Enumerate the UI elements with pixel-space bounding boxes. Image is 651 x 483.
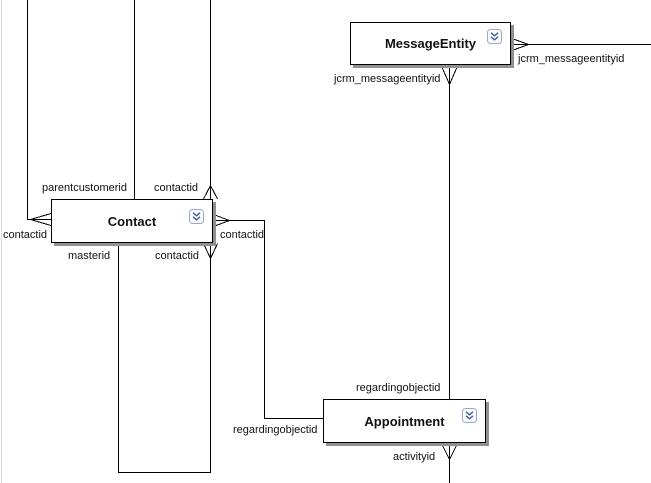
relationship-contact-self-masterid[interactable] <box>118 243 218 473</box>
label-appointment-regardingobjectid-left: regardingobjectid <box>233 424 318 436</box>
label-contact-masterid: masterid <box>68 250 111 262</box>
collapse-entity-button[interactable] <box>487 29 502 44</box>
entity-title: MessageEntity <box>384 36 477 51</box>
relationship-messageentity-appointment[interactable] <box>441 65 458 399</box>
collapse-entity-button[interactable] <box>189 209 204 224</box>
label-messageentity-bottom-key: jcrm_messageentityid <box>334 73 441 85</box>
relationship-contact-left-contactid[interactable] <box>27 0 52 226</box>
entity-appointment[interactable]: Appointment <box>323 399 486 443</box>
relationship-contact-top-contactid[interactable] <box>203 0 218 200</box>
label-appointment-activityid: activityid <box>393 451 436 463</box>
label-contact-contactid-bottom: contactid <box>155 250 200 262</box>
label-contact-parentcustomerid: parentcustomerid <box>42 182 127 194</box>
chevron-double-down-icon <box>462 408 477 423</box>
entity-title: Contact <box>107 213 157 229</box>
label-contact-contactid-right: contactid <box>220 229 265 241</box>
chevron-double-down-icon <box>487 29 502 44</box>
label-contact-contactid-top: contactid <box>154 182 199 194</box>
relationship-appointment-activityid[interactable] <box>441 443 458 483</box>
label-contact-contactid-left: contactid <box>3 229 48 241</box>
label-appointment-regardingobjectid-top: regardingobjectid <box>356 382 441 394</box>
collapse-entity-button[interactable] <box>462 408 477 423</box>
entity-title: Appointment <box>364 413 445 429</box>
entity-contact[interactable]: Contact <box>51 199 213 243</box>
relationship-contact-appointment-regardingobjectid[interactable] <box>213 214 324 419</box>
entity-messageentity[interactable]: MessageEntity <box>350 22 511 65</box>
relationship-messageentity-right[interactable] <box>511 38 651 51</box>
label-messageentity-right-key: jcrm_messageentityid <box>518 53 625 65</box>
chevron-double-down-icon <box>189 209 204 224</box>
